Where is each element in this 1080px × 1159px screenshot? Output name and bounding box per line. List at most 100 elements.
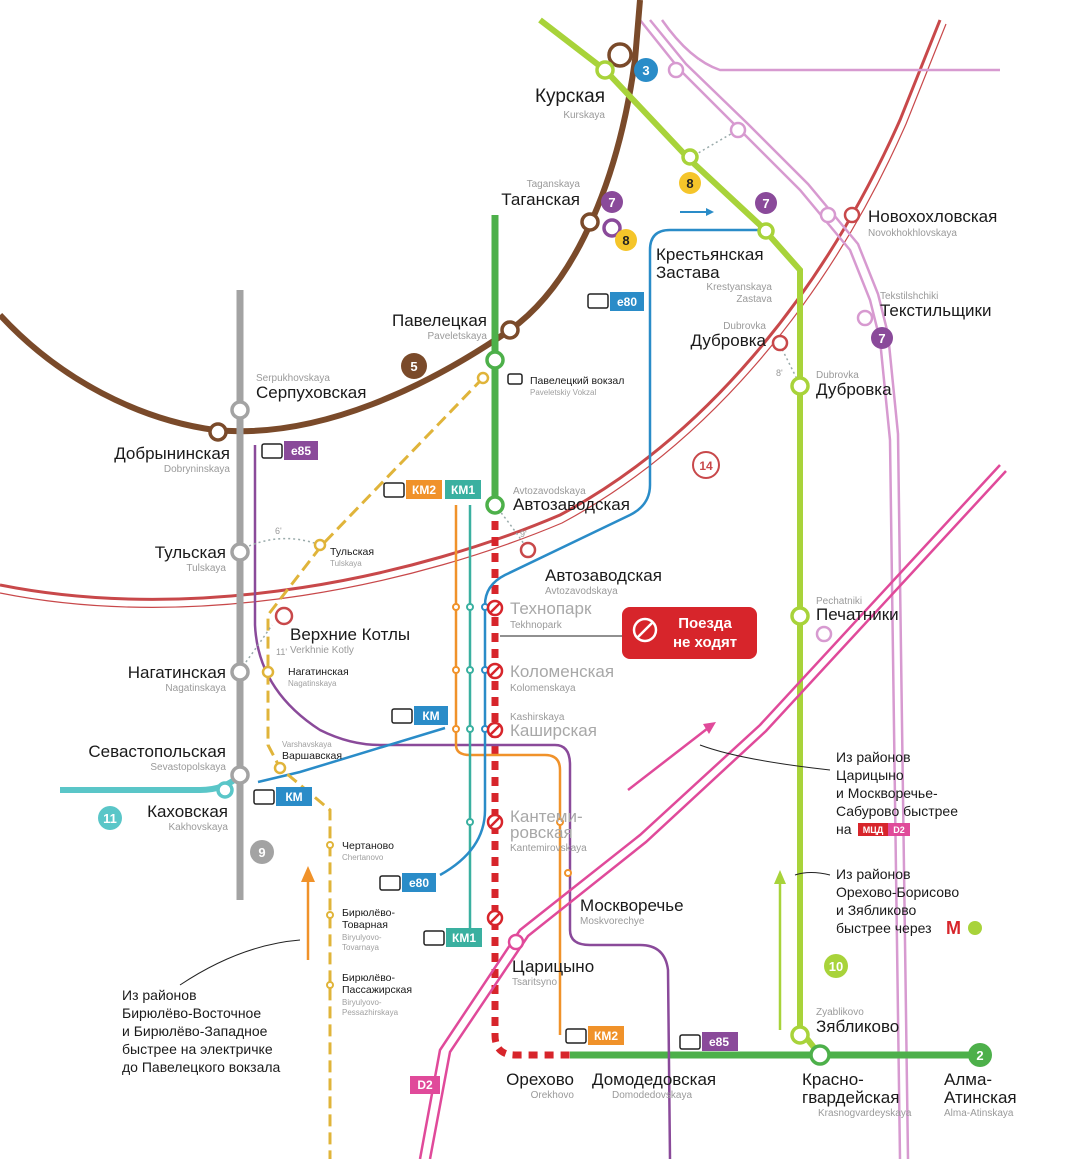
note-pointer-orekhovo bbox=[794, 872, 831, 876]
svg-text:Алма-: Алма- bbox=[944, 1070, 992, 1089]
station-label-dubrovka: Dubrovka Дубровка bbox=[816, 370, 892, 399]
svg-text:не ходят: не ходят bbox=[673, 634, 737, 651]
svg-text:Добрынинская: Добрынинская bbox=[114, 444, 230, 463]
walk-time-verkhnie: 11' bbox=[276, 647, 287, 657]
e85-badge-top[interactable]: e85 bbox=[261, 441, 318, 460]
svg-text:и Москворечье-: и Москворечье- bbox=[836, 785, 938, 801]
bus-icon bbox=[587, 293, 609, 309]
svg-text:Автозаводская: Автозаводская bbox=[545, 566, 662, 585]
note-pointer-tsaritsyno bbox=[699, 744, 831, 771]
svg-text:Biryulyovo-: Biryulyovo- bbox=[342, 998, 382, 1007]
station-label-tulskaya-d: Тульская Tulskaya bbox=[330, 546, 374, 568]
orange-route bbox=[454, 505, 562, 1035]
note-pointer-biryulevo bbox=[179, 939, 301, 986]
line-3-badge: 3 bbox=[634, 58, 658, 82]
station-label-avtozavodskaya: Avtozavodskaya Автозаводская bbox=[513, 486, 630, 514]
svg-text:Avtozavodskaya: Avtozavodskaya bbox=[545, 586, 618, 597]
line-5-badge: 5 bbox=[401, 353, 427, 379]
svg-text:Зябликово: Зябликово bbox=[816, 1017, 899, 1036]
walk-time-tulskaya: 6' bbox=[275, 526, 282, 536]
e85-badge-bottom[interactable]: e85 bbox=[679, 1032, 738, 1051]
svg-text:11: 11 bbox=[103, 811, 117, 826]
svg-text:Moskvorechye: Moskvorechye bbox=[580, 916, 645, 927]
svg-text:Tulskaya: Tulskaya bbox=[186, 563, 226, 574]
svg-text:и Бирюлёво-Западное: и Бирюлёво-Западное bbox=[122, 1023, 268, 1039]
station-label-kurskaya: Курская Kurskaya bbox=[535, 86, 605, 121]
station-markers bbox=[208, 42, 874, 1066]
svg-text:Zyablikovo: Zyablikovo bbox=[816, 1007, 864, 1018]
d2-badge[interactable]: D2 bbox=[410, 1076, 440, 1094]
station-label-biryulevo-passazhirskaya: Бирюлёво- Пассажирская Biryulyovo- Pessa… bbox=[342, 972, 412, 1017]
bus-icon bbox=[253, 789, 275, 805]
svg-text:Paveletskiy Vokzal: Paveletskiy Vokzal bbox=[530, 388, 596, 397]
svg-text:Коломенская: Коломенская bbox=[510, 662, 614, 681]
km2-badge-bottom[interactable]: КМ2 bbox=[565, 1026, 624, 1045]
svg-text:14: 14 bbox=[699, 459, 713, 473]
metro-logo-icon: M bbox=[946, 918, 961, 938]
svg-text:Pessazhirskaya: Pessazhirskaya bbox=[342, 1008, 399, 1017]
svg-text:Орехово: Орехово bbox=[506, 1070, 574, 1089]
svg-text:Tovarnaya: Tovarnaya bbox=[342, 943, 379, 952]
km-badge-kakhovskaya[interactable]: КМ bbox=[253, 787, 312, 806]
closed-kashirskaya-icon bbox=[486, 721, 504, 739]
bus-icon bbox=[423, 930, 445, 946]
svg-text:Avtozavodskaya: Avtozavodskaya bbox=[513, 486, 586, 497]
km-badges-top[interactable]: КМ2 КМ1 bbox=[383, 480, 481, 499]
svg-text:Biryulyovo-: Biryulyovo- bbox=[342, 933, 382, 942]
no-entry-icon bbox=[632, 617, 658, 643]
svg-text:Технопарк: Технопарк bbox=[510, 599, 592, 618]
svg-text:Дубровка: Дубровка bbox=[816, 380, 892, 399]
svg-text:КМ: КМ bbox=[422, 709, 439, 723]
station-label-kakhovskaya: Каховская Kakhovskaya bbox=[147, 802, 228, 833]
station-label-nagatinskaya: Нагатинская Nagatinskaya bbox=[128, 663, 227, 694]
station-label-domodedovskaya: Домодедовская Domodedovskaya bbox=[592, 1070, 716, 1101]
km1-badge-bottom[interactable]: КМ1 bbox=[423, 928, 482, 947]
bus-icon bbox=[565, 1028, 587, 1044]
station-label-verkhnie-kotly: Верхние Котлы Verkhnie Kotly bbox=[290, 625, 410, 656]
station-label-chertanovo: Чертаново Chertanovo bbox=[342, 840, 394, 862]
svg-text:D2: D2 bbox=[893, 825, 905, 835]
station-label-avtozavodskaya-mcc: Автозаводская Avtozavodskaya bbox=[545, 566, 662, 597]
line-9-badge: 9 bbox=[250, 840, 274, 864]
svg-text:Москворечье: Москворечье bbox=[580, 896, 684, 915]
svg-text:Из районов: Из районов bbox=[122, 987, 197, 1003]
svg-text:10: 10 bbox=[829, 959, 843, 974]
svg-text:Orekhovo: Orekhovo bbox=[531, 1090, 575, 1101]
svg-text:Kolomenskaya: Kolomenskaya bbox=[510, 683, 576, 694]
svg-text:Атинская: Атинская bbox=[944, 1088, 1017, 1107]
svg-text:быстрее на электричке: быстрее на электричке bbox=[122, 1041, 273, 1057]
station-label-biryulevo-tovarnaya: Бирюлёво- Товарная Biryulyovo- Tovarnaya bbox=[342, 907, 396, 952]
closed-kolomenskaya-icon bbox=[486, 662, 504, 680]
svg-text:3: 3 bbox=[642, 63, 649, 78]
e80-badge-top[interactable]: e80 bbox=[587, 292, 644, 311]
station-label-tsaritsyno: Царицыно Tsaritsyno bbox=[512, 957, 594, 988]
svg-text:Из районов: Из районов bbox=[836, 749, 911, 765]
svg-text:Автозаводская: Автозаводская bbox=[513, 495, 630, 514]
station-label-tekhnopark: Технопарк Tekhnopark bbox=[510, 599, 592, 631]
bus-icon bbox=[679, 1034, 701, 1050]
line-5-ring bbox=[0, 0, 643, 435]
svg-text:e85: e85 bbox=[709, 1035, 729, 1049]
svg-text:7: 7 bbox=[762, 196, 769, 211]
station-label-krestyanskaya: Крестьянская Застава Krestyanskaya Zasta… bbox=[656, 245, 772, 305]
svg-text:Новохохловская: Новохохловская bbox=[868, 207, 997, 226]
svg-text:Павелецкий вокзал: Павелецкий вокзал bbox=[530, 375, 624, 387]
note-tsaritsyno: Из районов Царицыно и Москворечье- Сабур… bbox=[836, 749, 958, 837]
svg-text:Varshavskaya: Varshavskaya bbox=[282, 740, 332, 749]
svg-text:Kantemirovskaya: Kantemirovskaya bbox=[510, 843, 587, 854]
svg-text:Нагатинская: Нагатинская bbox=[288, 666, 349, 678]
svg-text:Товарная: Товарная bbox=[342, 919, 388, 931]
svg-text:e80: e80 bbox=[409, 876, 429, 890]
svg-text:Pechatniki: Pechatniki bbox=[816, 596, 862, 607]
closed-station-markers bbox=[486, 599, 504, 927]
km-badge-mid[interactable]: КМ bbox=[391, 706, 448, 725]
e80-badge-bottom[interactable]: e80 bbox=[379, 873, 436, 892]
svg-text:Nagatinskaya: Nagatinskaya bbox=[165, 683, 226, 694]
d2-arrowhead bbox=[703, 722, 716, 734]
svg-text:Taganskaya: Taganskaya bbox=[527, 179, 581, 190]
station-label-orekhovo: Орехово Orekhovo bbox=[506, 1070, 574, 1101]
line-11 bbox=[60, 772, 243, 793]
svg-text:Текстильщики: Текстильщики bbox=[880, 301, 992, 320]
station-label-tekstilshchiki: Tekstilshchiki Текстильщики bbox=[880, 291, 992, 320]
svg-text:КМ1: КМ1 bbox=[451, 483, 475, 497]
